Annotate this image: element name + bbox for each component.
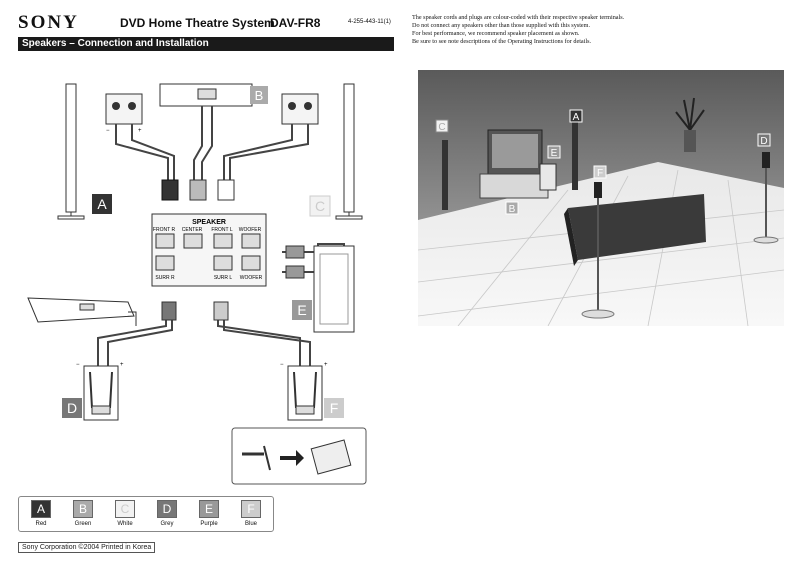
sony-logo: SONY xyxy=(18,12,79,33)
legend-swatch: A xyxy=(31,500,51,518)
speaker-terminal-panel: SPEAKER FRONT R CENTER FRONT L WOOFER SU… xyxy=(151,213,267,287)
surround-speaker-right xyxy=(83,365,119,421)
legend-item: E Purple xyxy=(189,500,229,527)
legend-swatch: C xyxy=(115,500,135,518)
legend-label: Purple xyxy=(200,521,218,527)
legend-item: F Blue xyxy=(231,500,271,527)
legend-swatch: E xyxy=(199,500,219,518)
plus-mark: + xyxy=(120,362,124,368)
room-front-speaker-left xyxy=(572,120,578,190)
terminal-detail-front-l xyxy=(281,93,319,125)
room-subwoofer xyxy=(539,163,557,191)
label-woofer-bottom: WOOFER xyxy=(240,275,263,281)
dvd-receiver xyxy=(27,297,137,326)
sofa xyxy=(564,194,706,266)
letter-tag-f: F xyxy=(324,398,344,418)
part-number: 4-255-443-11(1) xyxy=(348,19,391,25)
plus-mark: + xyxy=(138,128,142,134)
plug-surr-r xyxy=(161,301,177,321)
minus-mark: − xyxy=(106,128,110,134)
notes-block: The speaker cords and plugs are colour-c… xyxy=(412,14,802,46)
legend-label: Green xyxy=(74,521,92,527)
room-letter-tag-c: C xyxy=(435,119,449,133)
legend-item: A Red xyxy=(21,500,61,527)
svg-text:C: C xyxy=(315,198,325,214)
svg-text:E: E xyxy=(551,148,558,159)
legend-item: D Grey xyxy=(147,500,187,527)
plant xyxy=(675,97,705,152)
plug-center xyxy=(189,179,207,201)
note-line: Be sure to see note descriptions of the … xyxy=(412,38,592,45)
letter-tag-d: D xyxy=(62,398,82,418)
svg-text:D: D xyxy=(67,400,77,416)
legend-label: Grey xyxy=(160,521,174,527)
copyright-notice: Sony Corporation ©2004 Printed in Korea xyxy=(18,542,156,553)
panel-title: SPEAKER xyxy=(192,219,226,226)
plug-front-r xyxy=(161,179,179,201)
label-surr-r: SURR R xyxy=(155,275,175,281)
model-number: DAV-FR8 xyxy=(270,16,321,30)
tv xyxy=(479,129,549,199)
terminal-detail-front-r xyxy=(105,93,143,125)
note-line: The speaker cords and plugs are colour-c… xyxy=(412,14,625,21)
minus-mark: − xyxy=(76,362,80,368)
minus-mark: − xyxy=(280,362,284,368)
plug-woofer-1 xyxy=(285,245,305,259)
colour-legend: A Red B Green C White D Grey E Purple F … xyxy=(18,496,274,532)
note-line: For best performance, we recommend speak… xyxy=(412,30,580,37)
front-speaker-left xyxy=(335,83,363,220)
svg-text:F: F xyxy=(597,168,603,179)
legend-swatch: B xyxy=(73,500,93,518)
svg-text:E: E xyxy=(297,302,306,318)
room-letter-tag-e: E xyxy=(547,145,561,159)
front-speaker-right xyxy=(57,83,85,220)
connection-diagram: SPEAKER FRONT R CENTER FRONT L WOOFER SU… xyxy=(27,83,367,485)
label-woofer-top: WOOFER xyxy=(239,227,262,233)
room-front-speaker-right xyxy=(442,140,448,210)
legend-label: Red xyxy=(35,521,47,527)
label-surr-l: SURR L xyxy=(214,275,233,281)
legend-swatch: F xyxy=(241,500,261,518)
plug-woofer-2 xyxy=(285,265,305,279)
svg-text:C: C xyxy=(438,122,445,133)
svg-text:D: D xyxy=(760,136,767,147)
legend-item: C White xyxy=(105,500,145,527)
letter-tag-e: E xyxy=(292,300,312,320)
letter-tag-c: C xyxy=(309,195,331,217)
legend-label: Blue xyxy=(244,521,257,527)
plug-front-l xyxy=(217,179,235,201)
plus-mark: + xyxy=(324,362,328,368)
room-letter-tag-f: F xyxy=(593,165,607,179)
svg-text:A: A xyxy=(97,196,107,212)
legend-swatch: D xyxy=(157,500,177,518)
room-letter-tag-b: B xyxy=(505,201,519,215)
room-letter-tag-a: A xyxy=(569,109,583,123)
svg-text:B: B xyxy=(255,88,264,103)
svg-text:B: B xyxy=(509,204,516,215)
center-speaker xyxy=(159,83,253,107)
label-front-l: FRONT L xyxy=(211,227,233,233)
label-front-r: FRONT R xyxy=(153,227,176,233)
plug-surr-l xyxy=(213,301,229,321)
legend-item: B Green xyxy=(63,500,103,527)
svg-text:A: A xyxy=(573,112,580,123)
connection-inset xyxy=(231,427,367,485)
legend-label: White xyxy=(117,521,133,527)
room-surround-speaker-left xyxy=(581,182,615,319)
room-letter-tag-d: D xyxy=(757,133,771,147)
room-surround-speaker-right xyxy=(753,152,779,244)
svg-text:F: F xyxy=(330,400,339,416)
letter-tag-b: B xyxy=(250,86,268,104)
letter-tag-a: A xyxy=(92,194,112,214)
room-placement-illustration: A B C D E F xyxy=(418,70,784,326)
product-title: DVD Home Theatre System xyxy=(120,16,275,30)
label-center: CENTER xyxy=(182,227,203,233)
surround-speaker-left xyxy=(287,365,323,421)
subwoofer xyxy=(313,245,355,333)
note-line: Do not connect any speakers other than t… xyxy=(412,22,591,29)
section-banner: Speakers – Connection and Installation xyxy=(18,37,394,51)
